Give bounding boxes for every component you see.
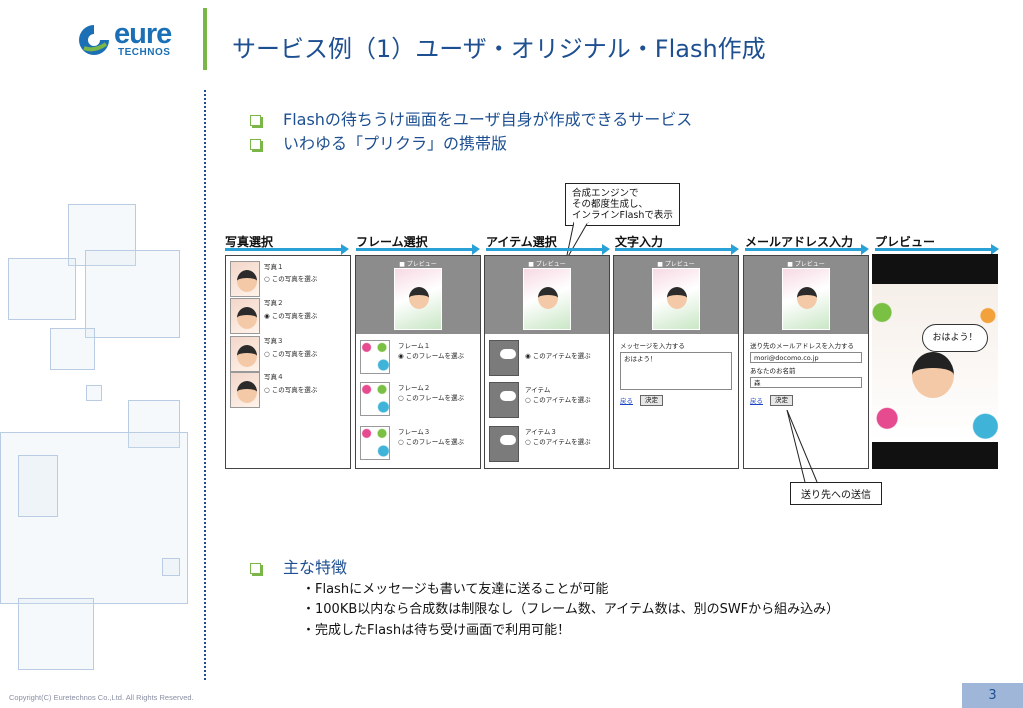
checkbox-bullet-icon [250,139,261,150]
step-arrow [225,244,349,255]
frame-option[interactable]: ◉ このフレームを選ぶ [398,352,465,360]
ok-button[interactable]: 決定 [770,395,793,406]
frame-option[interactable]: ○ このフレームを選ぶ [398,438,465,446]
composited-image: おはよう！ [872,284,998,442]
step-arrow [356,244,480,255]
step-arrow [745,244,869,255]
callout-engine: 合成エンジンで その都度生成し、 インラインFlashで表示 [565,183,680,226]
photo-thumbnail[interactable] [230,336,260,372]
photo-thumbnail[interactable] [230,261,260,297]
decor-square [18,598,94,670]
step-heading: 文字入力 [615,235,664,249]
decor-square [0,432,188,604]
item-option[interactable]: ◉ このアイテムを選ぶ [525,352,591,360]
preview-image [782,268,830,330]
email-field[interactable]: mori@docomo.co.jp [750,352,862,363]
panel-item-select: ■ プレビュー ◉ このアイテムを選ぶ アイテム ○ このアイテムを選ぶ アイテ… [484,255,610,469]
speech-bubble: おはよう！ [922,324,988,352]
photo-thumbnail[interactable] [230,372,260,408]
features-heading: 主な特徴 [250,554,347,578]
feature-line: ・100KB以内なら合成数は制限なし（フレーム数、アイテム数は、別のSWFから組… [302,602,840,617]
logo-subtitle: TECHNOS [118,47,171,58]
panel-final-preview: おはよう！ [872,254,998,469]
message-textarea[interactable]: おはよう！ [620,352,732,390]
decor-square [50,328,95,370]
step-arrow [486,244,610,255]
item-thumbnail[interactable] [489,426,519,462]
vertical-divider [204,90,206,680]
ok-button[interactable]: 決定 [640,395,663,406]
frame-thumbnail[interactable] [360,426,390,460]
step-heading: プレビュー [875,235,936,249]
preview-image [394,268,442,330]
page-title: サービス例（1）ユーザ・オリジナル・Flash作成 [232,35,766,63]
step-heading: フレーム選択 [356,235,428,249]
step-heading: 写真選択 [225,235,274,249]
panel-mail-input: ■ プレビュー 送り先のメールアドレスを入力する mori@docomo.co.… [743,255,869,469]
step-heading: アイテム選択 [486,235,557,249]
preview-image [652,268,700,330]
callout-pointer [786,410,818,483]
bullet-item: Flashの待ちうけ画面をユーザ自身が作成できるサービス [250,106,692,130]
step-heading: メールアドレス入力 [745,235,854,249]
feature-line: ・完成したFlashは待ち受け画面で利用可能！ [302,623,571,638]
logo-wordmark: eure [114,18,172,50]
copyright: Copyright(C) Euretechnos Co.,Ltd. All Ri… [9,693,194,702]
decor-square [86,385,102,401]
decor-square [162,558,180,576]
photo-option[interactable]: ○ この写真を選ぶ [264,386,318,394]
feature-line: ・Flashにメッセージも書いて友達に送ることが可能 [302,582,609,597]
back-link[interactable]: 戻る [750,397,763,405]
photo-option[interactable]: ◉ この写真を選ぶ [264,312,318,320]
frame-option[interactable]: ○ このフレームを選ぶ [398,394,465,402]
panel-text-input: ■ プレビュー メッセージを入力する おはよう！ 戻る 決定 [613,255,739,469]
preview-image [523,268,571,330]
item-option[interactable]: ○ このアイテムを選ぶ [525,396,591,404]
photo-thumbnail[interactable] [230,298,260,334]
checkbox-bullet-icon [250,563,261,574]
frame-thumbnail[interactable] [360,340,390,374]
decor-square [8,258,76,320]
page-number: 3 [962,683,1023,708]
item-thumbnail[interactable] [489,340,519,376]
item-option[interactable]: ○ このアイテムを選ぶ [525,438,591,446]
photo-option[interactable]: ○ この写真を選ぶ [264,350,318,358]
checkbox-bullet-icon [250,115,261,126]
decor-square [85,250,180,338]
photo-option[interactable]: ○ この写真を選ぶ [264,275,318,283]
bullet-item: いわゆる「プリクラ」の携帯版 [250,130,507,154]
item-thumbnail[interactable] [489,382,519,418]
back-link[interactable]: 戻る [620,397,633,405]
logo-mark-icon [79,25,109,55]
decor-square [18,455,58,517]
decor-square [128,400,180,448]
step-arrow [615,244,739,255]
callout-send: 送り先への送信 [790,482,882,505]
title-accent-bar [203,8,207,70]
panel-frame-select: ■ プレビュー フレーム１ ◉ このフレームを選ぶ フレーム２ ○ このフレーム… [355,255,481,469]
frame-thumbnail[interactable] [360,382,390,416]
step-arrow [875,244,999,255]
decor-square [68,204,136,266]
panel-photo-select: 写真１ ○ この写真を選ぶ 写真２ ◉ この写真を選ぶ 写真３ ○ この写真を選… [225,255,351,469]
name-field[interactable]: 森 [750,377,862,388]
